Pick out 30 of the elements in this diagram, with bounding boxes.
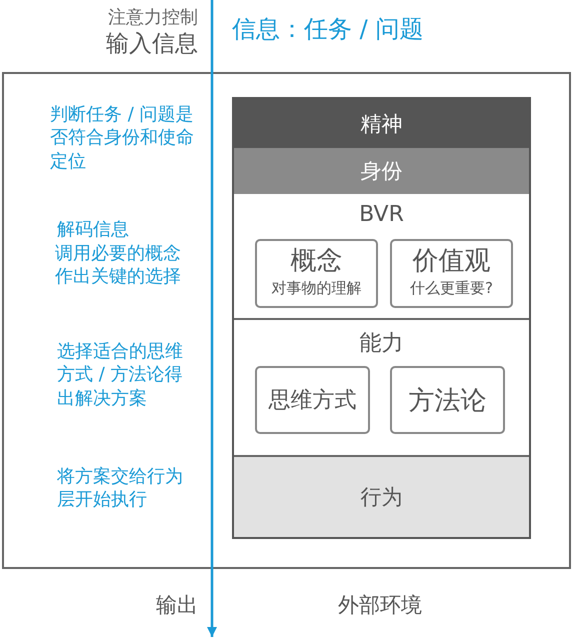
node-title: 价值观 [412,245,492,278]
output-label: 输出 [155,592,198,619]
node-subtitle: 什么更重要? [409,278,494,297]
node-title: 行为 [360,484,402,511]
node-title: 能力 [358,330,404,358]
side-heading: 输入信息 [105,30,198,59]
layer-band [234,148,529,194]
environment-label: 外部环境 [337,592,423,619]
node-title: 概念 [290,245,344,278]
step-note: 选择适合的思维方式 / 方法论得出解决方案 [57,340,184,410]
node-subtitle: 对事物的理解 [270,278,362,297]
node-title: 精神 [360,110,402,138]
layer-stack [232,97,531,539]
ability-box [390,366,505,434]
side-heading: 注意力控制 [107,6,198,30]
concept-box [390,239,513,308]
node-title: 方法论 [408,384,486,418]
node-title: BVR [358,202,405,227]
layer-band [234,455,529,537]
step-note: 判断任务 / 问题是否符合身份和使命定位 [50,103,195,174]
step-note: 将方案交给行为层开始执行 [57,465,184,512]
outer-box [2,72,571,569]
concept-box [255,239,378,308]
node-title: 身份 [360,158,402,185]
layer-band [234,99,529,148]
node-title: 思维方式 [268,387,356,415]
info-heading: 信息：任务 / 问题 [232,14,424,45]
ability-box [255,366,370,434]
step-note: 调用必要的概念作出关键的选择 [55,242,182,289]
step-note: 解码信息 [57,218,130,242]
